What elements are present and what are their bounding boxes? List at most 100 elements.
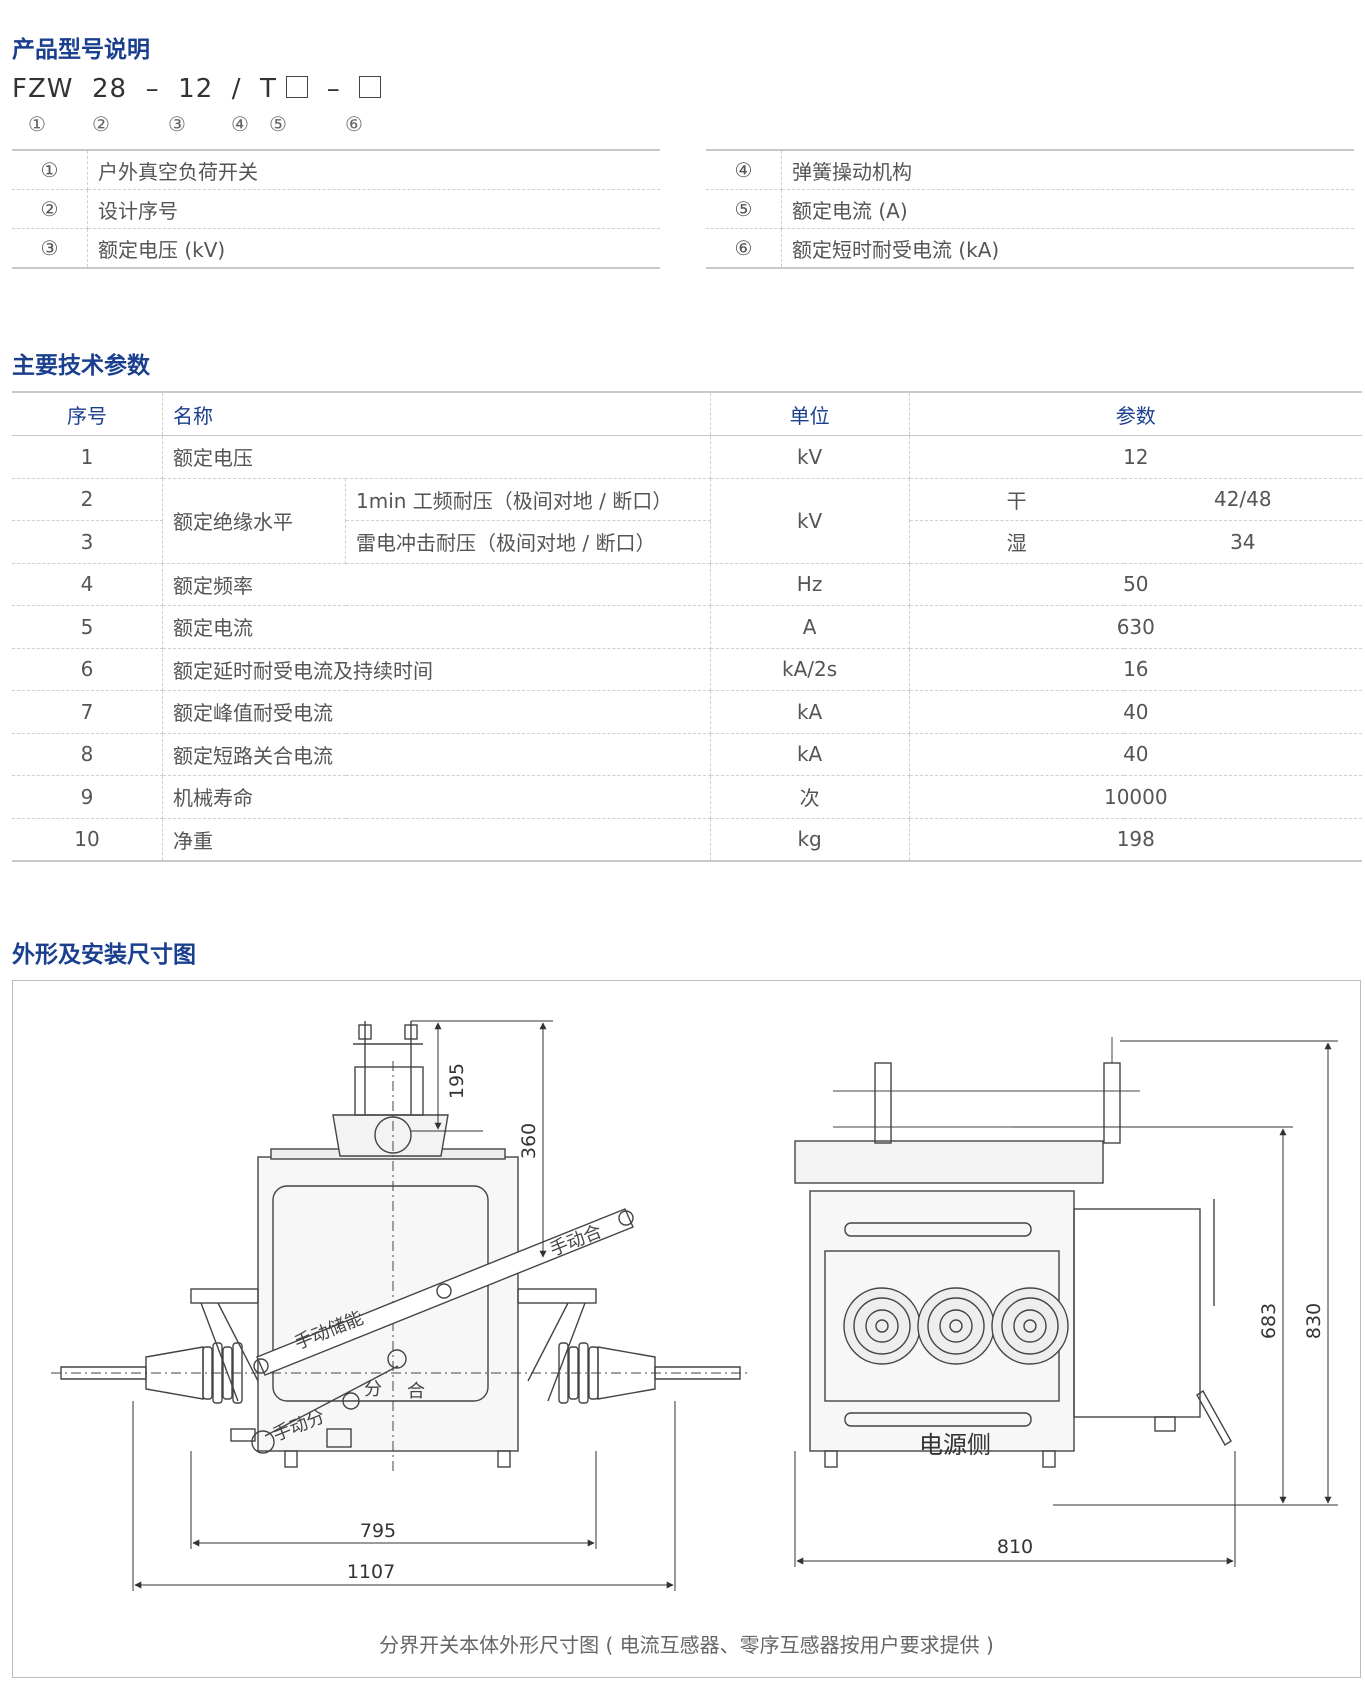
cell-no: 6 <box>12 648 163 691</box>
legend-right-top-rule <box>706 149 1354 151</box>
table-row: 1 额定电压 kV 12 <box>12 435 1362 479</box>
section-title-drawing: 外形及安装尺寸图 <box>12 942 196 968</box>
col-header-name: 名称 <box>162 391 711 436</box>
cell-unit: kg <box>710 818 910 862</box>
legend-text: 弹簧操动机构 <box>781 151 1354 190</box>
dimension-drawing: 195 360 795 1107 683 830 810 手动合 手动储能 手动… <box>51 1020 1338 1591</box>
model-code-dash: – <box>326 74 341 104</box>
cell-value: 40 <box>909 690 1362 734</box>
cell-value: 630 <box>909 605 1362 649</box>
marker-3: ③ <box>168 112 186 136</box>
legend-num: ③ <box>12 228 88 269</box>
cell-no: 2 <box>12 478 163 521</box>
marker-2: ② <box>92 112 110 136</box>
table-row: 2 额定绝缘水平 1min 工频耐压（极间对地 / 断口） kV 干 42/48 <box>12 478 1362 564</box>
legend-num: ⑤ <box>706 189 782 229</box>
cell-unit: kV <box>710 435 910 479</box>
col-header-unit: 单位 <box>710 391 910 436</box>
dim-195-label: 195 <box>446 1063 468 1099</box>
dimension-drawing-frame: 195 360 795 1107 683 830 810 手动合 手动储能 手动… <box>12 980 1361 1678</box>
cell-value: 16 <box>909 648 1362 691</box>
model-code-prefix: FZW 28 – 12 / T <box>12 74 277 104</box>
cell-value: 198 <box>909 818 1362 862</box>
cell-condition: 干 <box>909 478 1124 521</box>
cell-no: 5 <box>12 605 163 649</box>
dim-1107-label: 1107 <box>347 1561 395 1583</box>
cell-name: 额定电压 <box>162 435 711 479</box>
marker-6: ⑥ <box>345 112 363 136</box>
legend-text: 额定短时耐受电流 (kA) <box>781 228 1354 269</box>
marker-4: ④ <box>231 112 249 136</box>
dim-795-label: 795 <box>360 1520 396 1542</box>
label-close: 合 <box>407 1381 425 1402</box>
cell-value: 42/48 <box>1123 478 1362 521</box>
legend-num: ② <box>12 189 88 229</box>
label-manual-close: 手动合 <box>547 1221 605 1261</box>
legend-num: ① <box>12 151 88 190</box>
cell-unit: Hz <box>710 563 910 606</box>
tech-params-table: 序号 名称 单位 参数 1 额定电压 kV 12 2 额定绝缘水平 1min 工… <box>12 391 1362 862</box>
cell-unit: kA/2s <box>710 648 910 691</box>
cell-unit: kV <box>710 478 910 564</box>
legend-text: 额定电压 (kV) <box>87 228 660 269</box>
drawing-caption: 分界开关本体外形尺寸图 ( 电流互感器、零序互感器按用户要求提供 ) <box>379 1633 994 1657</box>
cell-unit: 次 <box>710 775 910 819</box>
cell-name: 额定电流 <box>162 605 711 649</box>
dim-830-label: 830 <box>1303 1303 1325 1339</box>
model-box-2 <box>359 76 382 98</box>
cell-value: 50 <box>909 563 1362 606</box>
label-open: 分 <box>364 1379 382 1400</box>
cell-name: 额定短路关合电流 <box>162 733 711 776</box>
legend-text: 额定电流 (A) <box>781 189 1354 229</box>
dim-360-label: 360 <box>518 1123 540 1159</box>
cell-name-insulation: 额定绝缘水平 <box>162 478 346 564</box>
cell-no: 3 <box>12 520 163 564</box>
section-title-params: 主要技术参数 <box>12 353 150 379</box>
marker-5: ⑤ <box>269 112 287 136</box>
marker-1: ① <box>28 112 46 136</box>
legend-num: ④ <box>706 151 782 190</box>
dim-810-label: 810 <box>997 1536 1033 1558</box>
cell-no: 4 <box>12 563 163 606</box>
legend-num: ⑥ <box>706 228 782 269</box>
cell-unit: kA <box>710 690 910 734</box>
legend-left-top-rule <box>12 149 660 151</box>
cell-no: 1 <box>12 435 163 479</box>
cell-unit: kA <box>710 733 910 776</box>
cell-unit: A <box>710 605 910 649</box>
cell-no: 10 <box>12 818 163 862</box>
cell-value: 12 <box>909 435 1362 479</box>
cell-name: 机械寿命 <box>162 775 711 819</box>
model-box-1 <box>286 76 309 98</box>
table-row: 3 雷电冲击耐压（极间对地 / 断口） 湿 34 <box>12 520 1362 564</box>
cell-value: 10000 <box>909 775 1362 819</box>
cell-value: 40 <box>909 733 1362 776</box>
cell-name: 净重 <box>162 818 711 862</box>
legend-text: 设计序号 <box>87 189 660 229</box>
col-header-no: 序号 <box>12 391 163 436</box>
cell-subname: 1min 工频耐压（极间对地 / 断口） <box>345 478 711 521</box>
cell-subname: 雷电冲击耐压（极间对地 / 断口） <box>345 520 711 564</box>
cell-condition: 湿 <box>909 520 1124 564</box>
cell-name: 额定峰值耐受电流 <box>162 690 711 734</box>
side-view <box>794 1037 1232 1468</box>
cell-no: 7 <box>12 690 163 734</box>
label-power-side: 电源侧 <box>919 1431 991 1459</box>
cell-name: 额定频率 <box>162 563 711 606</box>
dim-683-label: 683 <box>1258 1303 1280 1339</box>
